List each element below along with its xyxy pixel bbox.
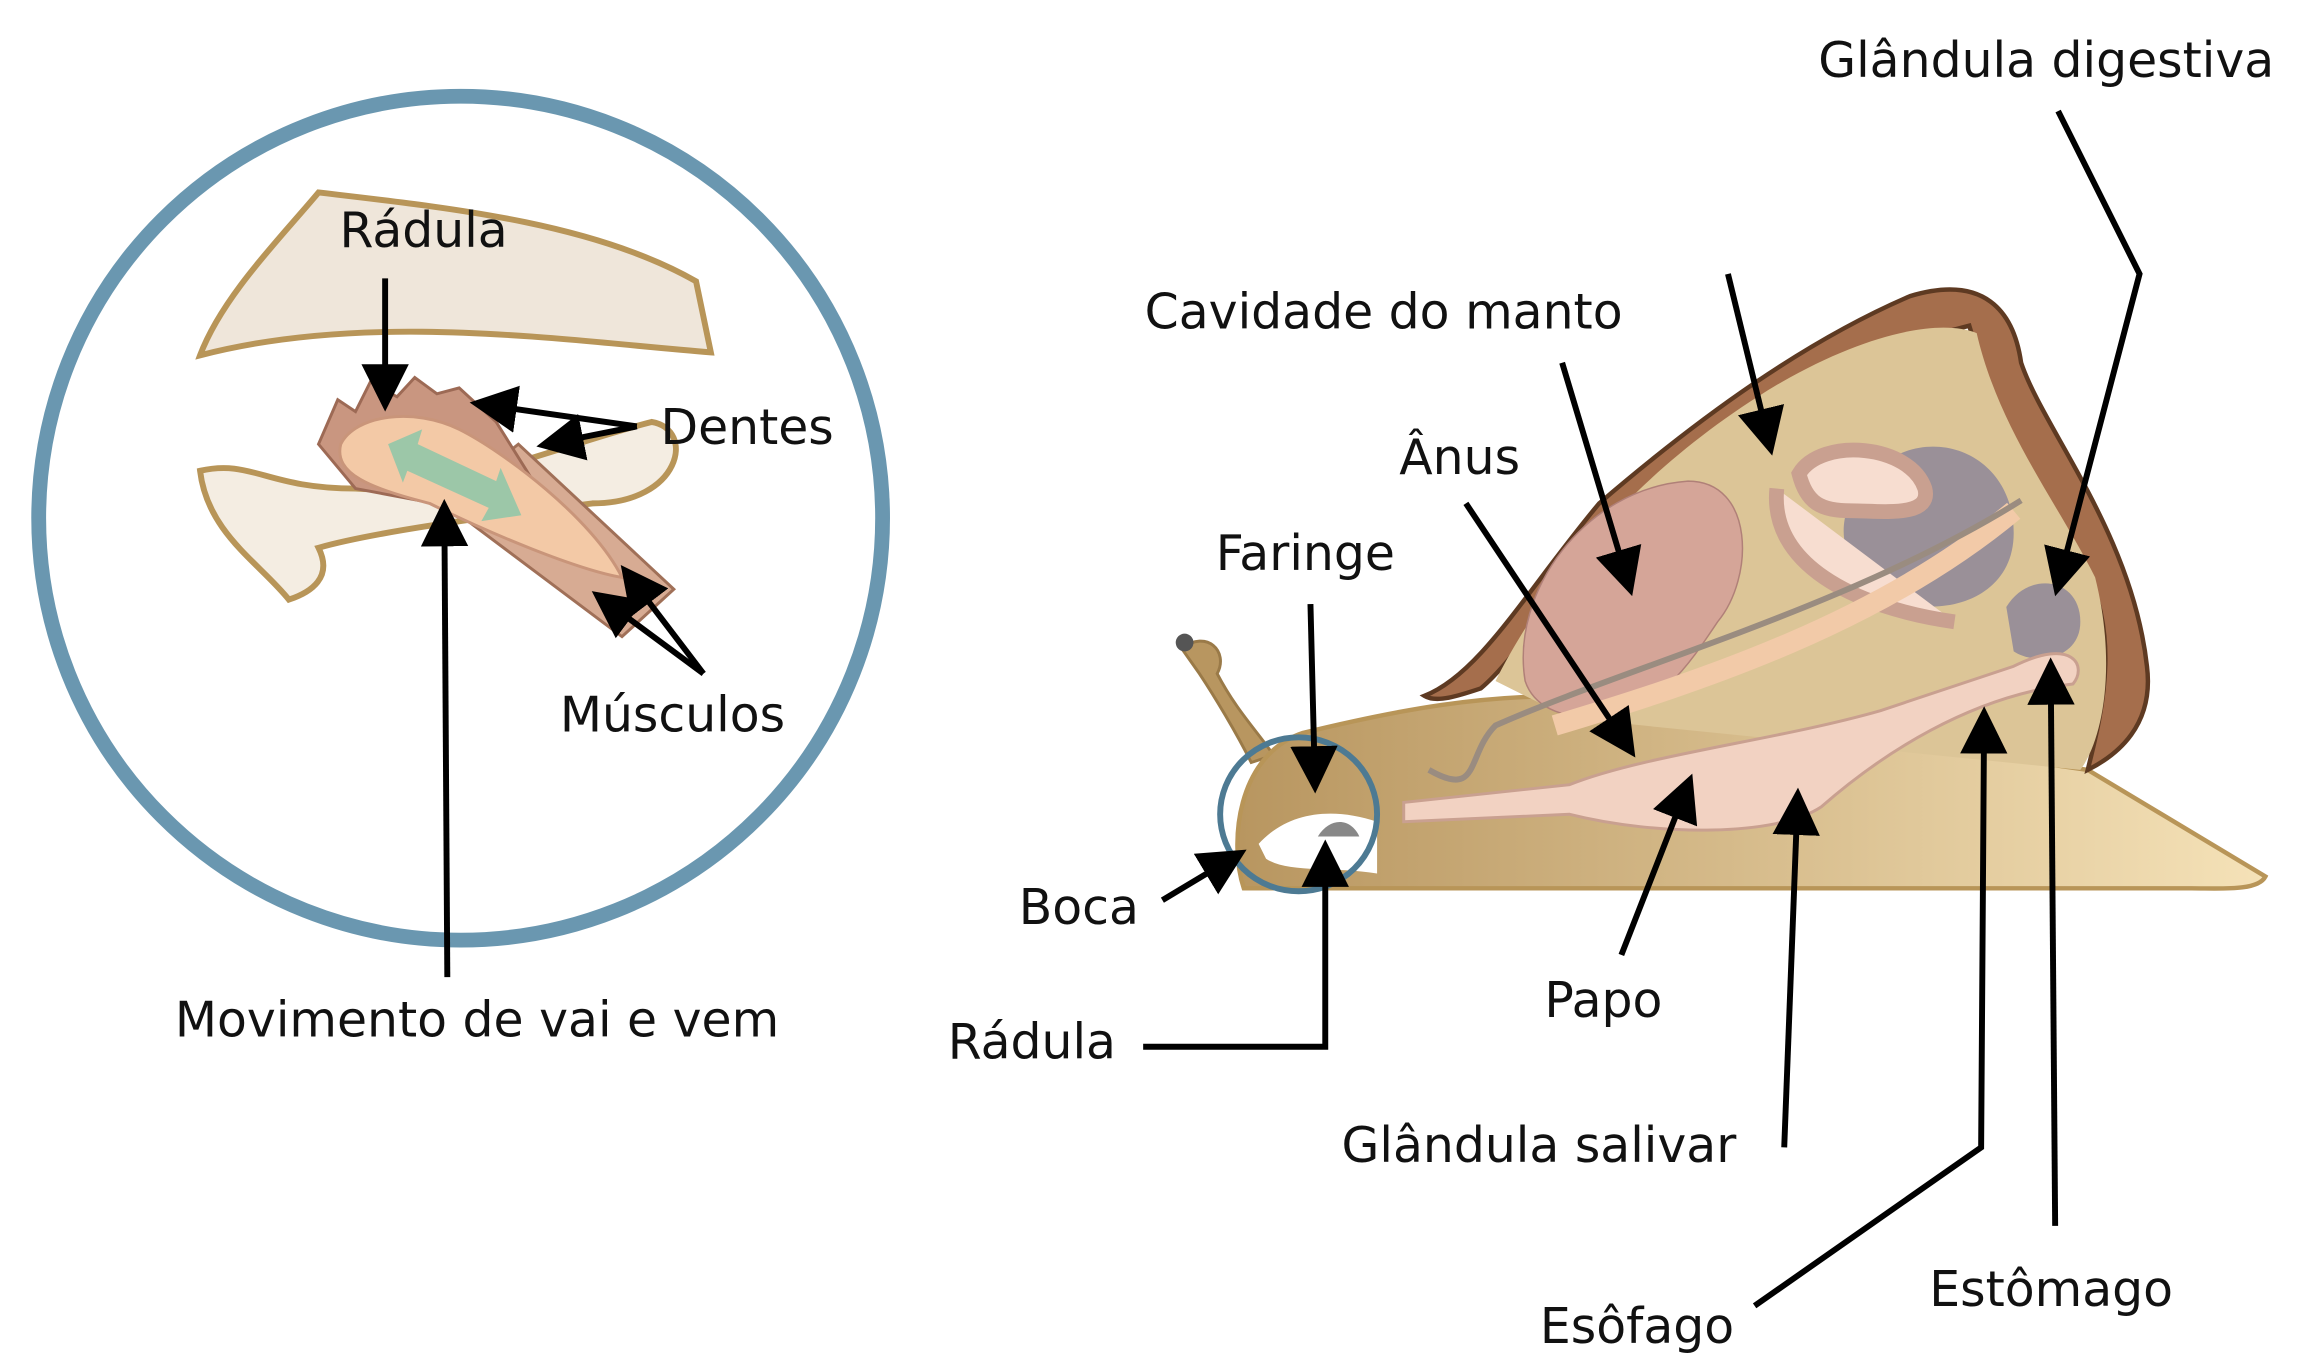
snail-anatomy-panel: Glândula digestiva Cavidade do manto Ânu… bbox=[948, 32, 2274, 1355]
tentacle bbox=[1179, 639, 1276, 765]
radula-detail-panel: Rádula Dentes Músculos Movimento de vai … bbox=[31, 88, 890, 1048]
label-papo: Papo bbox=[1544, 972, 1662, 1029]
zoom-circle bbox=[31, 88, 890, 948]
stomach bbox=[2006, 583, 2081, 659]
nerve-cord bbox=[1427, 497, 2023, 783]
label-dentes: Dentes bbox=[661, 399, 834, 456]
label-glandula-digestiva: Glândula digestiva bbox=[1818, 32, 2274, 89]
pharynx-highlight-circle bbox=[1217, 734, 1381, 895]
radula-small bbox=[1317, 822, 1360, 837]
label-boca: Boca bbox=[1019, 879, 1139, 936]
intestine bbox=[1769, 442, 1956, 630]
label-anus: Ânus bbox=[1399, 429, 1520, 486]
label-radula-snail: Rádula bbox=[948, 1014, 1116, 1071]
label-musculos: Músculos bbox=[560, 686, 785, 743]
upper-jaw-tissue bbox=[195, 189, 715, 360]
label-movimento: Movimento de vai e vem bbox=[175, 991, 779, 1048]
label-estomago: Estômago bbox=[1929, 1261, 2173, 1318]
label-radula-zoom: Rádula bbox=[339, 202, 507, 259]
label-faringe: Faringe bbox=[1216, 525, 1395, 582]
label-glandula-salivar: Glândula salivar bbox=[1342, 1117, 1738, 1174]
back-forth-arrow-icon bbox=[388, 429, 522, 522]
label-esofago: Esôfago bbox=[1540, 1298, 1734, 1355]
label-cavidade-manto: Cavidade do manto bbox=[1145, 284, 1623, 341]
